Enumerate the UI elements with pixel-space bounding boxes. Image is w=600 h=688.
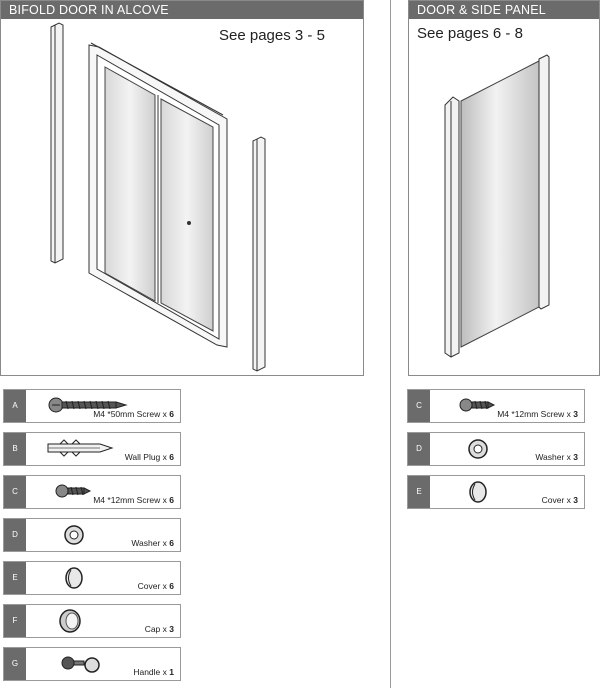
part-row: D Washer x 3 <box>407 432 585 466</box>
part-row: E Cover x 6 <box>3 561 181 595</box>
part-name: Wall Plug x <box>124 452 170 462</box>
right-wall-profile <box>252 136 266 372</box>
section-divider <box>390 0 391 688</box>
side-panel-see-pages: See pages 6 - 8 <box>417 25 523 42</box>
part-letter: D <box>408 433 430 465</box>
part-row: E Cover x 3 <box>407 475 585 509</box>
part-qty: 3 <box>169 624 174 634</box>
part-qty: 6 <box>169 452 174 462</box>
part-letter: E <box>4 562 26 594</box>
short-screw-icon <box>30 479 130 505</box>
part-row: D Washer x 6 <box>3 518 181 552</box>
bifold-door-panel: BIFOLD DOOR IN ALCOVE See pages 3 - 5 <box>0 0 364 376</box>
part-letter: E <box>408 476 430 508</box>
side-panel-wall-profile <box>444 96 460 358</box>
door-knob <box>187 221 191 225</box>
bifold-see-pages: See pages 3 - 5 <box>219 27 325 44</box>
left-glass-pane <box>104 66 156 302</box>
part-qty: 6 <box>169 581 174 591</box>
part-name: Washer x <box>535 452 574 462</box>
part-row: C M4 *12mm Screw x 3 <box>407 389 585 423</box>
side-panel-illustration <box>444 54 550 358</box>
bifold-door-illustration <box>50 22 266 372</box>
part-name: M4 *12mm Screw x <box>93 495 170 505</box>
washer-icon <box>434 436 534 462</box>
part-letter: B <box>4 433 26 465</box>
part-name: Washer x <box>131 538 170 548</box>
part-name: M4 *12mm Screw x <box>497 409 574 419</box>
cap-icon <box>30 608 130 634</box>
part-qty: 3 <box>573 495 578 505</box>
part-row: G Handle x 1 <box>3 647 181 681</box>
part-name: Handle x <box>133 667 170 677</box>
part-row: F Cap x 3 <box>3 604 181 638</box>
part-letter: A <box>4 390 26 422</box>
part-row: B Wall Plug x 6 <box>3 432 181 466</box>
door-side-panel: DOOR & SIDE PANEL See pages 6 - 8 <box>408 0 600 376</box>
long-screw-icon <box>30 393 130 419</box>
short-screw-icon <box>434 393 534 419</box>
cover-icon <box>30 565 130 591</box>
part-letter: F <box>4 605 26 637</box>
side-panel-parts-list: C M4 *12mm Screw x 3 D Washer x 3 E Cove… <box>407 389 587 514</box>
left-wall-profile <box>50 22 64 264</box>
bifold-door-panel-title: BIFOLD DOOR IN ALCOVE <box>1 1 363 19</box>
part-qty: 3 <box>573 409 578 419</box>
part-qty: 3 <box>573 452 578 462</box>
part-letter: C <box>408 390 430 422</box>
part-name: Cover x <box>541 495 574 505</box>
part-qty: 6 <box>169 495 174 505</box>
part-letter: G <box>4 648 26 680</box>
part-row: C M4 *12mm Screw x 6 <box>3 475 181 509</box>
washer-icon <box>30 522 130 548</box>
part-qty: 1 <box>169 667 174 677</box>
handle-icon <box>30 651 130 677</box>
part-name: Cap x <box>144 624 170 634</box>
part-row: A M4 *50mm Screw x 6 <box>3 389 181 423</box>
part-name: M4 *50mm Screw x <box>93 409 170 419</box>
part-letter: D <box>4 519 26 551</box>
part-name: Cover x <box>137 581 170 591</box>
right-glass-pane <box>160 98 214 332</box>
door-side-panel-title: DOOR & SIDE PANEL <box>409 1 599 19</box>
cover-icon <box>434 479 534 505</box>
part-qty: 6 <box>169 538 174 548</box>
bifold-parts-list: A M4 *50mm Screw x 6 B Wall Plug x 6 C M… <box>3 389 183 684</box>
side-panel-glass <box>460 60 540 348</box>
side-panel-end-profile <box>538 54 550 310</box>
part-letter: C <box>4 476 26 508</box>
part-qty: 6 <box>169 409 174 419</box>
wall-plug-icon <box>30 436 130 462</box>
